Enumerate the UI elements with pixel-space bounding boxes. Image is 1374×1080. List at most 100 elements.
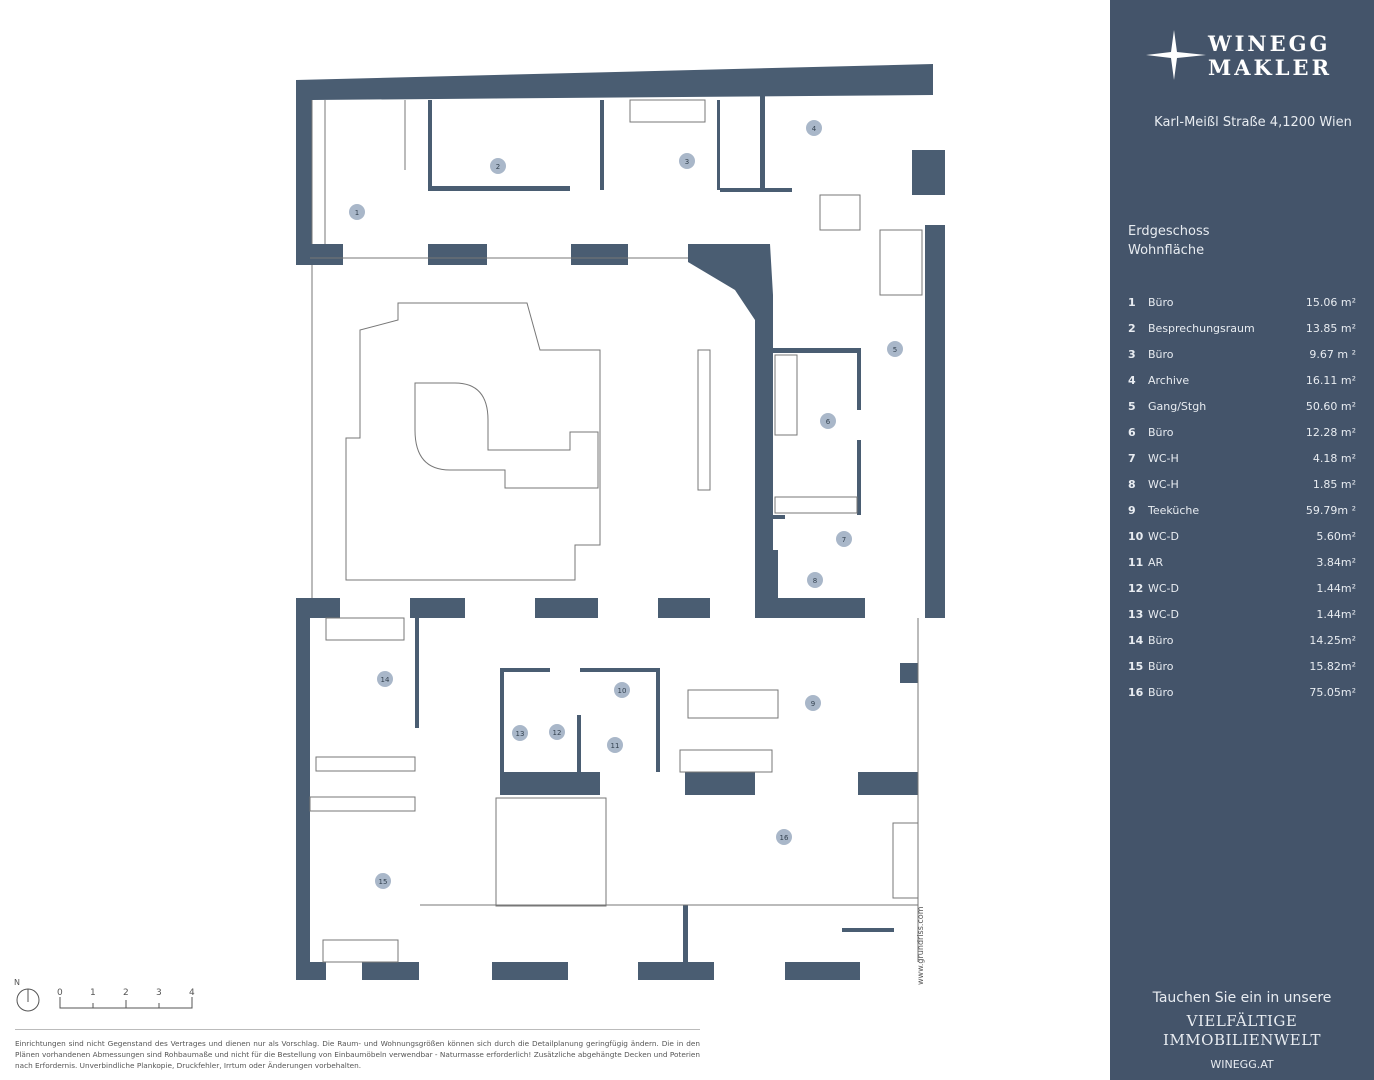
room-number: 4 bbox=[1128, 374, 1136, 387]
brand-logo: WINEGG MAKLER bbox=[1208, 32, 1332, 80]
scale-label: 1 bbox=[90, 988, 96, 998]
scale-label: 0 bbox=[57, 988, 63, 998]
room-marker-label: 3 bbox=[685, 158, 689, 166]
room-number: 16 bbox=[1128, 686, 1144, 699]
room-number: 7 bbox=[1128, 452, 1136, 465]
room-row: 6 Büro 12.28 m² bbox=[1128, 426, 1356, 452]
room-area: 1.44m² bbox=[1316, 582, 1356, 595]
room-name: Büro bbox=[1148, 634, 1174, 647]
room-marker-label: 15 bbox=[379, 878, 388, 886]
room-marker-label: 1 bbox=[355, 209, 359, 217]
room-row: 12 WC-D 1.44m² bbox=[1128, 582, 1356, 608]
room-name: Büro bbox=[1148, 348, 1174, 361]
room-marker-label: 5 bbox=[893, 346, 897, 354]
room-marker-label: 9 bbox=[811, 700, 815, 708]
tagline-intro: Tauchen Sie ein in unsere bbox=[1152, 990, 1332, 1006]
room-name: AR bbox=[1148, 556, 1164, 569]
room-name: Teeküche bbox=[1148, 504, 1200, 517]
room-marker-label: 4 bbox=[812, 125, 817, 133]
room-number: 1 bbox=[1128, 296, 1136, 309]
room-number: 3 bbox=[1128, 348, 1136, 361]
room-area: 1.85 m² bbox=[1312, 478, 1356, 491]
room-number: 8 bbox=[1128, 478, 1136, 491]
room-area: 1.44m² bbox=[1316, 608, 1356, 621]
scale-label: 2 bbox=[123, 988, 129, 998]
room-area: 14.25m² bbox=[1309, 634, 1356, 647]
disclaimer: Einrichtungen sind nicht Gegenstand des … bbox=[15, 1039, 700, 1070]
info-panel: WINEGG MAKLER Karl-Meißl Straße 4,1200 W… bbox=[1110, 0, 1374, 1080]
room-number: 9 bbox=[1128, 504, 1136, 517]
room-marker-label: 6 bbox=[826, 418, 831, 426]
room-area: 4.18 m² bbox=[1312, 452, 1356, 465]
room-area: 13.85 m² bbox=[1305, 322, 1356, 335]
room-marker bbox=[549, 724, 565, 740]
room-area: 12.28 m² bbox=[1305, 426, 1356, 439]
room-marker-label: 11 bbox=[611, 742, 620, 750]
website-link[interactable]: WINEGG.AT bbox=[1210, 1058, 1274, 1071]
room-row: 9 Teeküche 59.79m ² bbox=[1128, 504, 1356, 530]
room-area: 5.60m² bbox=[1316, 530, 1356, 543]
room-marker bbox=[820, 413, 836, 429]
tagline: VIELFÄLTIGE IMMOBILIENWELT bbox=[1110, 1012, 1374, 1050]
scale-label: 3 bbox=[156, 988, 162, 998]
room-marker-label: 8 bbox=[813, 577, 817, 585]
tagline-line1: VIELFÄLTIGE bbox=[1186, 1012, 1298, 1030]
north-arrow-icon bbox=[16, 988, 40, 1012]
room-name: WC-H bbox=[1148, 452, 1179, 465]
room-area: 9.67 m ² bbox=[1309, 348, 1356, 361]
room-number: 13 bbox=[1128, 608, 1144, 621]
room-marker bbox=[607, 737, 623, 753]
scale-bar bbox=[59, 997, 193, 1009]
room-marker-label: 10 bbox=[618, 687, 627, 695]
room-name: Besprechungsraum bbox=[1148, 322, 1255, 335]
room-row: 8 WC-H 1.85 m² bbox=[1128, 478, 1356, 504]
room-number: 12 bbox=[1128, 582, 1144, 595]
scale-label: 4 bbox=[189, 988, 195, 998]
room-name: Büro bbox=[1148, 426, 1174, 439]
room-area: 59.79m ² bbox=[1305, 504, 1356, 517]
room-marker bbox=[807, 572, 823, 588]
room-marker bbox=[806, 120, 822, 136]
room-marker-label: 16 bbox=[780, 834, 789, 842]
room-marker-label: 14 bbox=[381, 676, 390, 684]
address: Karl-Meißl Straße 4,1200 Wien bbox=[1154, 115, 1352, 130]
room-row: 3 Büro 9.67 m ² bbox=[1128, 348, 1356, 374]
watermark: www.grundriss.com bbox=[916, 906, 925, 986]
room-number: 11 bbox=[1128, 556, 1144, 569]
room-name: Büro bbox=[1148, 296, 1174, 309]
room-row: 15 Büro 15.82m² bbox=[1128, 660, 1356, 686]
star-logo-icon bbox=[1146, 30, 1206, 80]
room-area: 15.06 m² bbox=[1305, 296, 1356, 309]
room-marker bbox=[490, 158, 506, 174]
walls bbox=[296, 64, 945, 980]
room-row: 13 WC-D 1.44m² bbox=[1128, 608, 1356, 634]
room-name: WC-D bbox=[1148, 582, 1179, 595]
divider bbox=[15, 1029, 700, 1030]
area-label: Wohnfläche bbox=[1128, 243, 1205, 258]
room-marker bbox=[887, 341, 903, 357]
room-row: 14 Büro 14.25m² bbox=[1128, 634, 1356, 660]
room-number: 5 bbox=[1128, 400, 1136, 413]
north-label: N bbox=[14, 978, 20, 987]
room-name: WC-D bbox=[1148, 608, 1179, 621]
room-number: 14 bbox=[1128, 634, 1144, 647]
room-name: Büro bbox=[1148, 660, 1174, 673]
brand-line2: MAKLER bbox=[1208, 55, 1333, 80]
room-number: 6 bbox=[1128, 426, 1136, 439]
room-area: 75.05m² bbox=[1309, 686, 1356, 699]
room-marker bbox=[512, 725, 528, 741]
room-marker bbox=[377, 671, 393, 687]
room-area: 15.82m² bbox=[1309, 660, 1356, 673]
floor-label: Erdgeschoss bbox=[1128, 224, 1210, 239]
room-marker bbox=[836, 531, 852, 547]
room-name: WC-H bbox=[1148, 478, 1179, 491]
room-marker-label: 2 bbox=[496, 163, 500, 171]
room-marker bbox=[679, 153, 695, 169]
room-number: 15 bbox=[1128, 660, 1144, 673]
